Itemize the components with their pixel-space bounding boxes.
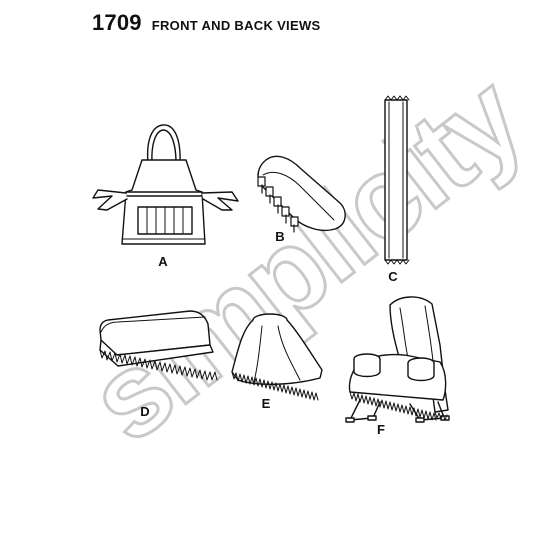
view-label-f: F — [377, 422, 385, 437]
view-label-b: B — [275, 229, 285, 244]
view-b-cushion-illustration — [257, 155, 346, 233]
view-label-d: D — [140, 404, 150, 419]
view-d-bench-cover-illustration — [99, 310, 218, 381]
header-title: FRONT AND BACK VIEWS — [151, 18, 321, 33]
page-header: 1709 FRONT AND BACK VIEWS — [92, 10, 321, 36]
view-label-c: C — [388, 269, 398, 284]
view-label-e: E — [261, 396, 271, 411]
view-a-apron-illustration — [92, 124, 239, 245]
pattern-number: 1709 — [92, 10, 142, 35]
view-e-table-cover-illustration — [231, 313, 323, 401]
view-f-chair-throw-illustration — [345, 296, 450, 423]
view-label-a: A — [158, 254, 168, 269]
view-c-runner-illustration — [384, 95, 410, 265]
